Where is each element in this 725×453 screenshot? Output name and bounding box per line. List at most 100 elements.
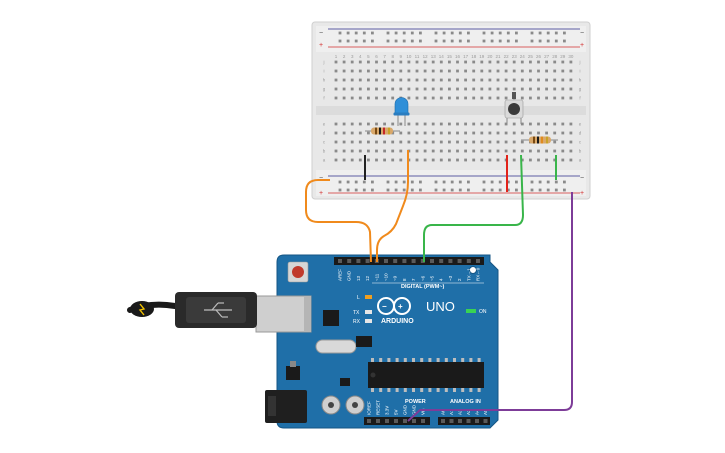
header-pin[interactable] <box>365 259 370 263</box>
led-body <box>394 97 409 115</box>
tx-label: TX <box>353 310 360 316</box>
header-pin[interactable] <box>393 259 398 263</box>
header-pin[interactable] <box>466 419 471 423</box>
column-number: 9 <box>400 54 403 59</box>
breadboard-hole <box>512 131 516 135</box>
breadboard-hole <box>338 39 342 43</box>
header-pin[interactable] <box>347 259 352 263</box>
breadboard-hole <box>498 180 502 184</box>
breadboard-hole <box>506 39 510 43</box>
chip-leg <box>453 358 456 362</box>
breadboard-hole <box>488 69 492 73</box>
pin-label: ~6 <box>420 275 425 281</box>
breadboard-hole <box>334 140 338 144</box>
pin-label: IOREF <box>367 401 372 415</box>
header-pin[interactable] <box>457 259 462 263</box>
breadboard-hole <box>431 140 435 144</box>
breadboard-hole <box>554 188 558 192</box>
pushbutton[interactable] <box>504 92 524 124</box>
breadboard-hole <box>512 149 516 153</box>
on-led <box>466 309 476 313</box>
header-pin[interactable] <box>483 419 488 423</box>
breadboard-hole <box>358 140 362 144</box>
breadboard-hole <box>520 140 524 144</box>
header-pin[interactable] <box>376 419 380 423</box>
row-letter: c <box>323 140 326 145</box>
breadboard-hole <box>496 131 500 135</box>
wire-orange-pin13[interactable] <box>376 150 409 262</box>
column-number: 29 <box>560 54 566 59</box>
header-pin[interactable] <box>338 259 342 263</box>
row-letter: b <box>323 149 326 154</box>
breadboard-hole <box>520 60 524 64</box>
breadboard-hole <box>407 140 411 144</box>
header-pin[interactable] <box>439 259 444 263</box>
header-pin[interactable] <box>394 419 398 423</box>
header-pin[interactable] <box>475 419 479 423</box>
pin-label: 12 <box>365 275 370 281</box>
row-letter: i <box>324 69 325 74</box>
resistor-pulldown[interactable] <box>521 136 558 144</box>
wire-green-pin2[interactable] <box>423 154 524 262</box>
breadboard-hole <box>383 60 386 64</box>
breadboard-hole <box>342 69 346 73</box>
header-pin[interactable] <box>466 259 471 263</box>
header-pin[interactable] <box>411 259 416 263</box>
breadboard-hole <box>399 131 403 135</box>
breadboard-hole <box>358 149 362 153</box>
breadboard-hole <box>342 131 346 135</box>
header-pin[interactable] <box>421 419 425 423</box>
header-pin[interactable] <box>385 419 389 423</box>
header-pin[interactable] <box>448 259 453 263</box>
header-pin[interactable] <box>402 259 407 263</box>
header-pin[interactable] <box>412 419 416 423</box>
header-pin[interactable] <box>476 259 480 263</box>
breadboard-hole <box>563 180 566 184</box>
chip-leg <box>461 358 465 362</box>
header-pin[interactable] <box>356 259 361 263</box>
breadboard-hole <box>458 39 462 43</box>
led[interactable] <box>393 97 410 127</box>
breadboard-hole <box>456 140 459 144</box>
breadboard-hole <box>496 158 500 162</box>
breadboard-hole <box>545 158 548 162</box>
breadboard-hole <box>554 39 558 43</box>
breadboard-hole <box>529 96 532 100</box>
breadboard-hole <box>520 158 524 162</box>
breadboard-hole <box>456 131 459 135</box>
breadboard-hole <box>350 78 354 82</box>
pin-label: A4 <box>475 409 480 415</box>
breadboard-hole <box>371 188 374 192</box>
breadboard-hole <box>561 158 565 162</box>
wire-orange-gnd[interactable] <box>305 179 372 263</box>
breadboard-hole <box>346 188 350 192</box>
breadboard-hole <box>464 96 467 100</box>
header-pin[interactable] <box>420 259 425 263</box>
breadboard-hole <box>480 96 484 100</box>
breadboard-hole <box>448 69 451 73</box>
column-number: 14 <box>439 54 445 59</box>
wire-purple-5v[interactable] <box>407 192 573 422</box>
reset-button[interactable] <box>292 266 304 278</box>
header-pin[interactable] <box>367 419 371 423</box>
row-letter: a <box>579 158 582 163</box>
resistor-led[interactable] <box>365 127 400 135</box>
header-pin[interactable] <box>441 419 445 423</box>
header-pin[interactable] <box>384 259 388 263</box>
breadboard-hole <box>439 60 443 64</box>
breadboard-hole <box>490 188 494 192</box>
breadboard-hole <box>504 149 508 153</box>
breadboard-hole <box>553 122 557 126</box>
header-pin[interactable] <box>430 259 434 263</box>
header-pin[interactable] <box>449 419 454 423</box>
breadboard-hole <box>434 180 438 184</box>
breadboard-hole <box>472 131 476 135</box>
header-pin[interactable] <box>403 419 407 423</box>
header-pin[interactable] <box>458 419 462 423</box>
column-number: 3 <box>351 54 354 59</box>
breadboard-hole <box>371 31 374 35</box>
chip-leg <box>444 358 448 362</box>
small-chip <box>340 378 350 386</box>
breadboard-hole <box>472 149 476 153</box>
